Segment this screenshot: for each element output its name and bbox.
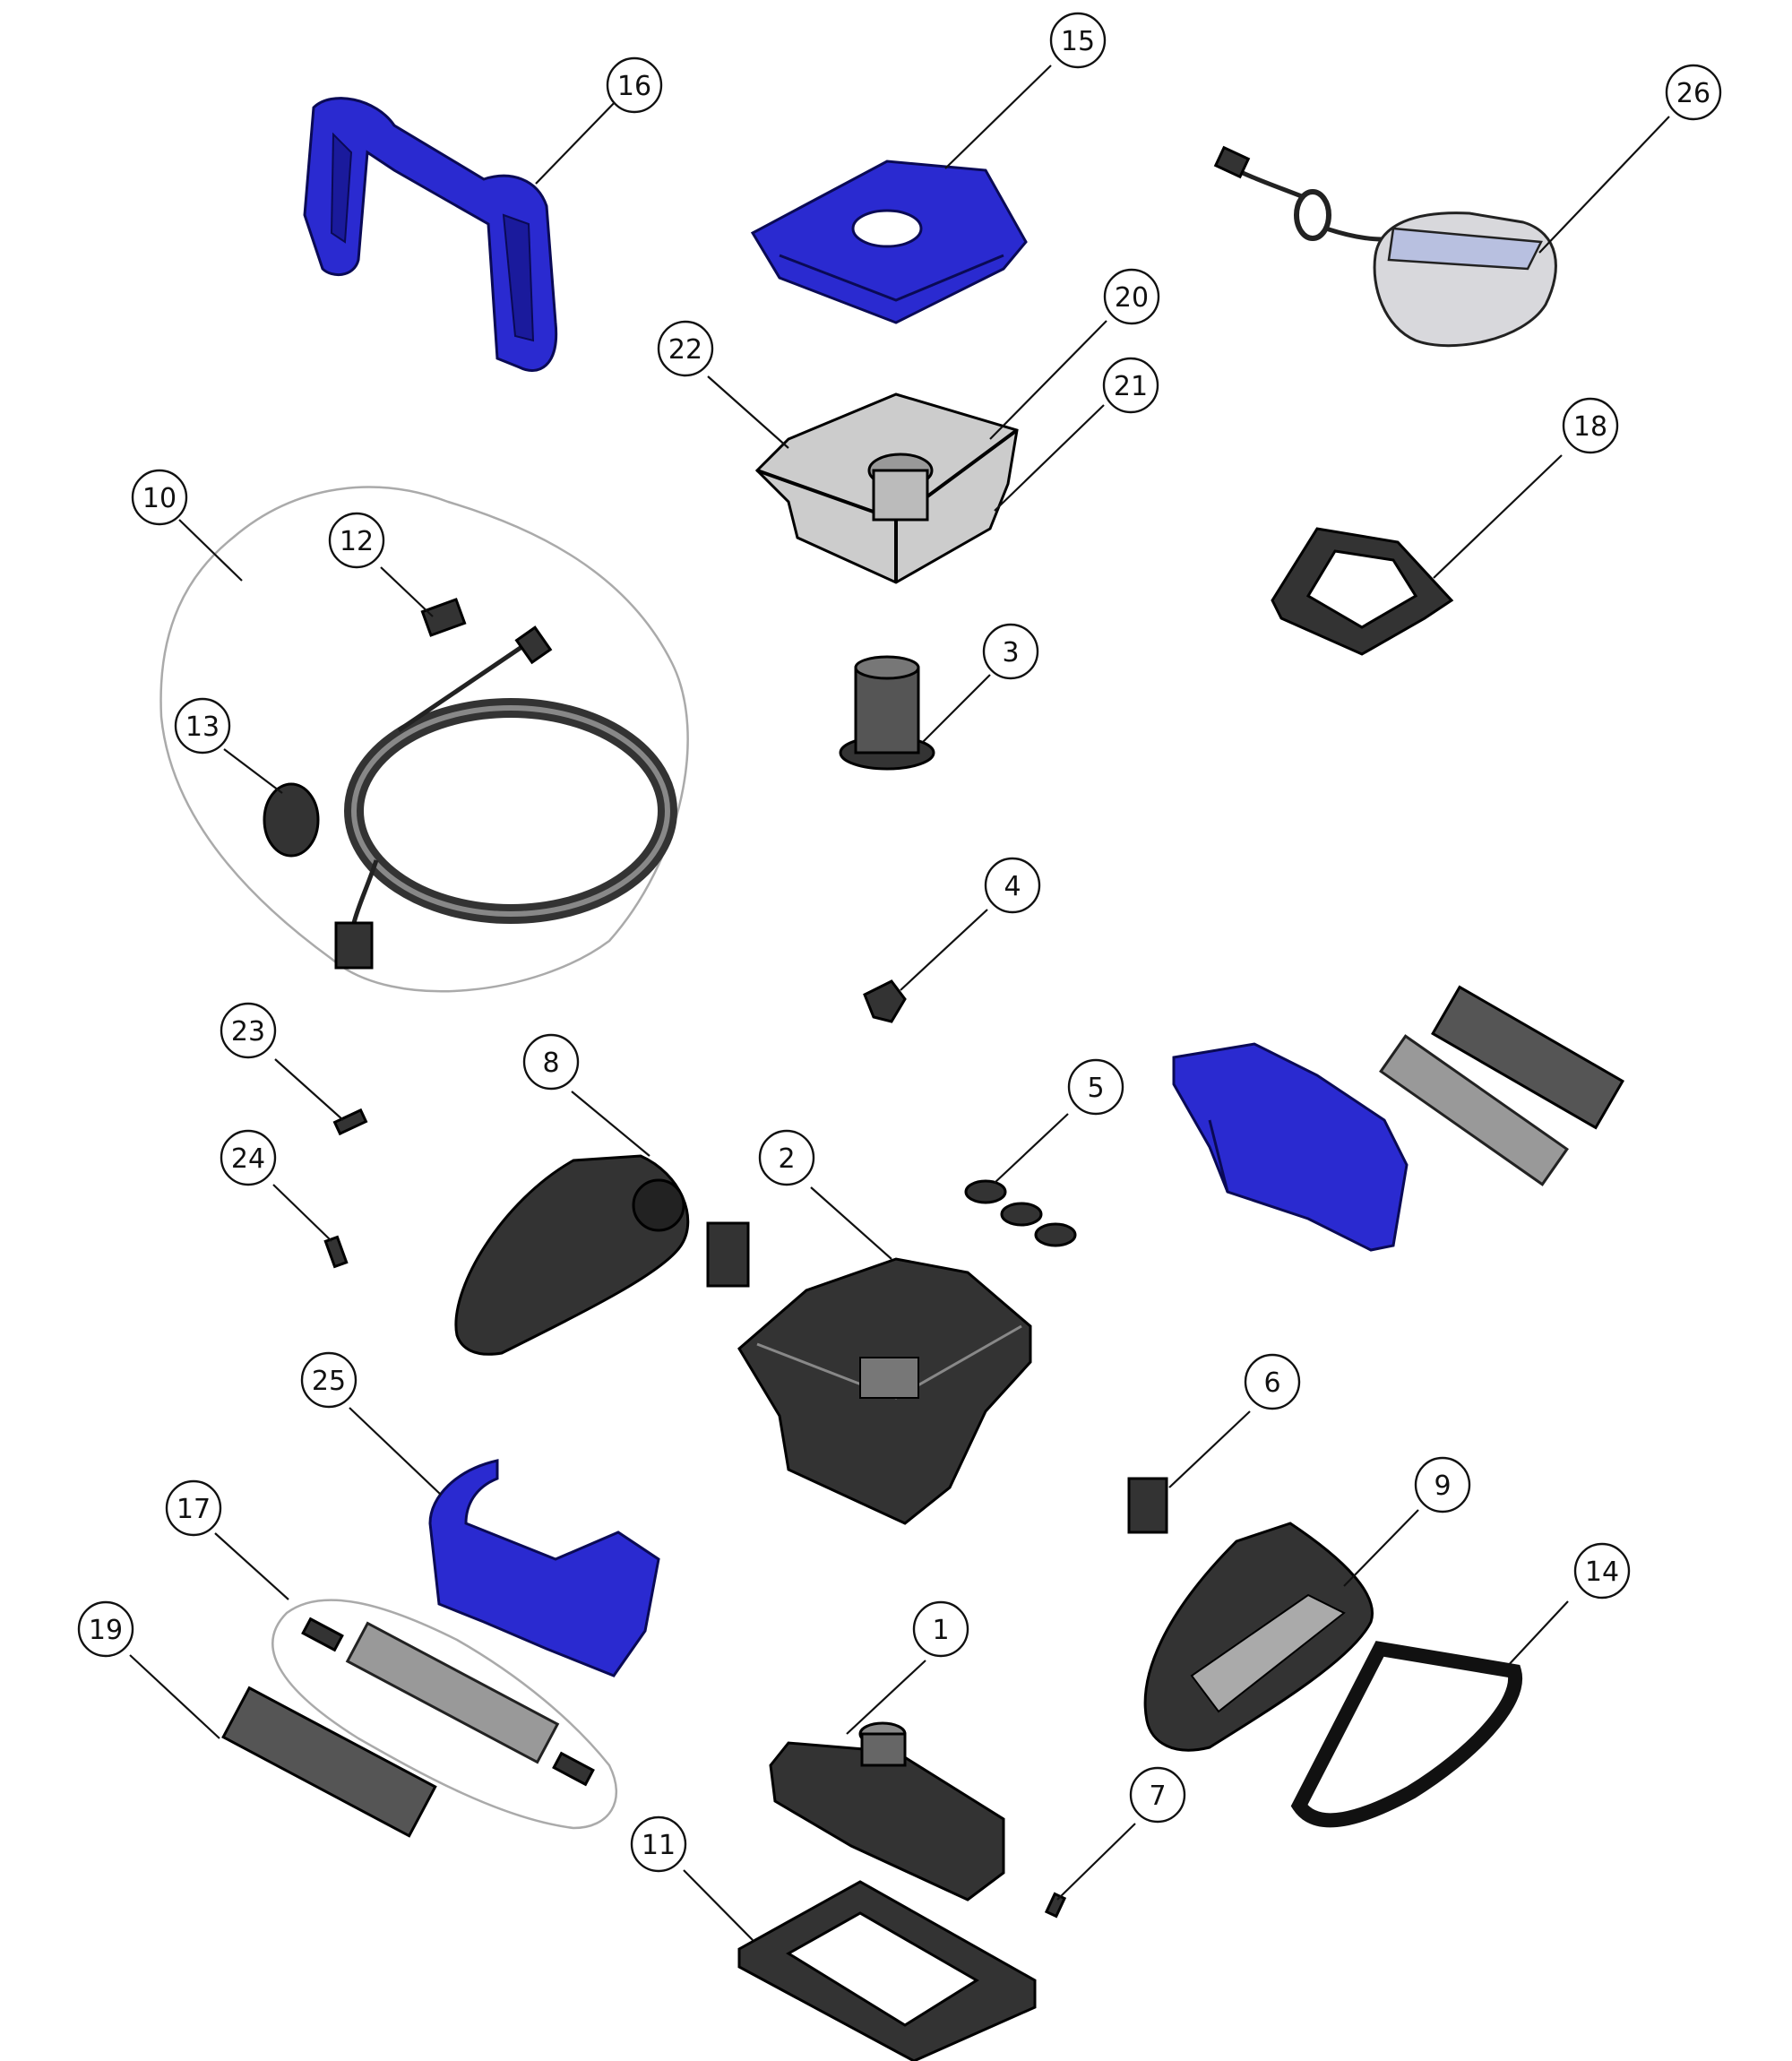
part-handle [303, 97, 558, 372]
part-screws [323, 1108, 368, 1269]
callout-8: 8 [522, 1033, 580, 1091]
part-bracket [1127, 1477, 1168, 1534]
callout-label: 26 [1676, 78, 1710, 109]
part-brush-roller-right [1379, 985, 1624, 1186]
callout-label: 15 [1061, 26, 1095, 57]
callout-label: 14 [1585, 1557, 1619, 1588]
part-front-cover-left [428, 1459, 660, 1677]
callout-26: 26 [1665, 64, 1722, 121]
callout-15: 15 [1049, 12, 1107, 69]
callout-label: 2 [778, 1143, 795, 1175]
callout-2: 2 [758, 1129, 815, 1186]
callout-1: 1 [912, 1600, 969, 1658]
part-right-side-panel [1143, 1522, 1374, 1752]
leader-lines [129, 65, 1670, 1941]
callout-label: 5 [1087, 1073, 1104, 1104]
callout-20: 20 [1103, 268, 1160, 325]
part-pin [1044, 1892, 1067, 1919]
callout-label: 1 [932, 1615, 949, 1646]
part-power-supply [1213, 145, 1557, 348]
callout-14: 14 [1573, 1542, 1631, 1600]
callout-19: 19 [77, 1600, 134, 1658]
callout-9: 9 [1414, 1456, 1471, 1513]
callout-17: 17 [165, 1479, 222, 1537]
callout-label: 22 [668, 334, 702, 366]
callout-13: 13 [174, 697, 231, 755]
callout-label: 13 [185, 711, 220, 743]
part-motor-unit [769, 1721, 1005, 1901]
callout-label: 25 [312, 1366, 346, 1397]
callout-5: 5 [1067, 1058, 1124, 1116]
callout-label: 8 [542, 1048, 559, 1079]
callout-label: 4 [1004, 871, 1021, 902]
callout-23: 23 [220, 1002, 277, 1059]
callout-18: 18 [1562, 397, 1619, 454]
callout-label: 16 [617, 71, 651, 102]
callout-label: 10 [142, 483, 177, 514]
part-top-lid [750, 160, 1028, 324]
callout-11: 11 [630, 1815, 687, 1873]
callout-label: 20 [1115, 282, 1149, 314]
part-clip [863, 979, 907, 1023]
callout-4: 4 [984, 857, 1041, 914]
callout-24: 24 [220, 1129, 277, 1186]
callout-label: 12 [340, 526, 374, 557]
part-track-belt [1290, 1641, 1523, 1828]
callout-6: 6 [1244, 1353, 1301, 1410]
part-chassis [737, 1257, 1032, 1525]
callout-label: 21 [1114, 371, 1148, 402]
part-bottom-frame [737, 1880, 1037, 2061]
callout-10: 10 [131, 469, 188, 526]
callout-label: 9 [1434, 1470, 1451, 1502]
part-roller-group [271, 1599, 618, 1830]
callout-label: 17 [177, 1494, 211, 1525]
callout-label: 24 [231, 1143, 265, 1175]
part-front-cover-right [1172, 1042, 1409, 1252]
callout-label: 11 [642, 1830, 676, 1861]
part-washers [964, 1179, 1077, 1247]
callout-label: 3 [1002, 637, 1019, 668]
callout-12: 12 [328, 512, 385, 569]
callout-22: 22 [657, 320, 714, 377]
callout-label: 19 [89, 1615, 123, 1646]
callout-label: 6 [1263, 1367, 1280, 1399]
part-brush-left [221, 1686, 437, 1838]
part-impeller [839, 655, 935, 771]
callout-label: 23 [231, 1016, 265, 1048]
callout-7: 7 [1129, 1766, 1186, 1824]
part-cable-group [159, 486, 689, 993]
callout-label: 7 [1149, 1781, 1166, 1812]
callout-label: 18 [1573, 411, 1607, 443]
callout-16: 16 [606, 56, 663, 114]
callout-25: 25 [300, 1351, 358, 1409]
part-left-side-panel [454, 1154, 750, 1356]
part-filter-basket [754, 392, 1019, 584]
callout-3: 3 [982, 623, 1039, 680]
part-carry-frame [1271, 527, 1454, 656]
callout-21: 21 [1102, 357, 1159, 414]
